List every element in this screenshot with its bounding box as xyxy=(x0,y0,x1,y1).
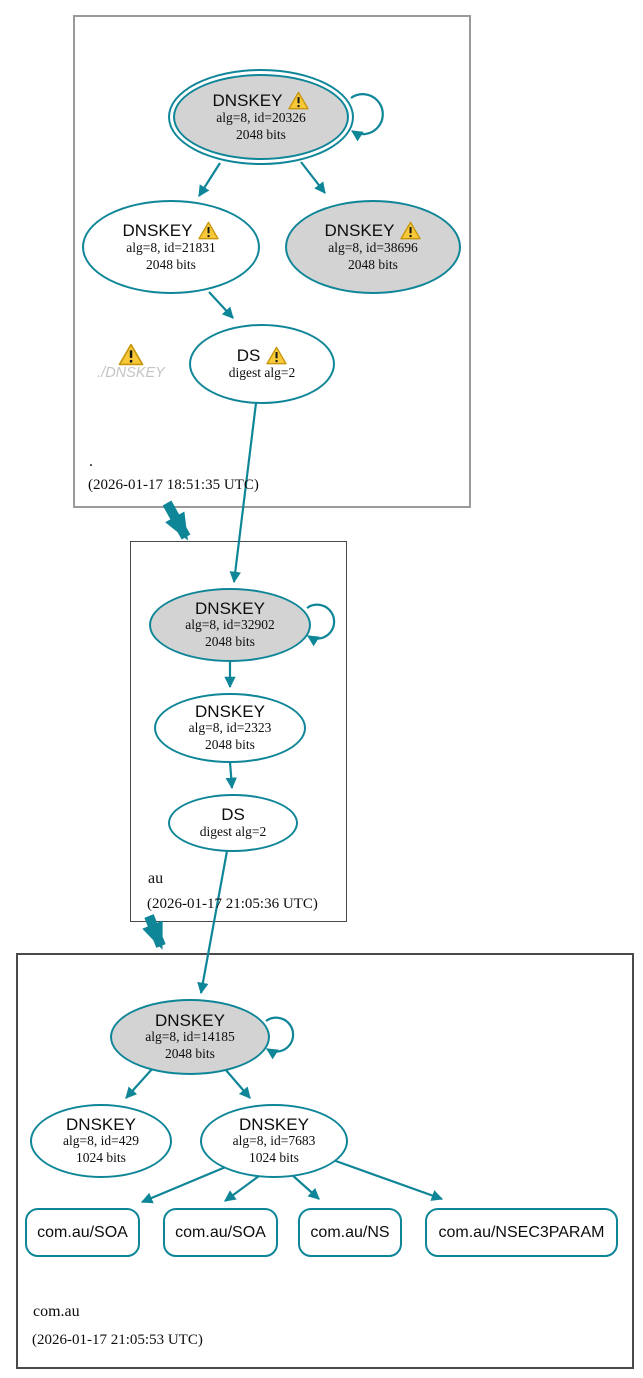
ds-node-au[interactable]: DS digest alg=2 xyxy=(168,794,298,852)
dnskey-node-comau-zsk429[interactable]: DNSKEY alg=8, id=429 1024 bits xyxy=(30,1104,172,1178)
dnskey-detail: alg=8, id=7683 xyxy=(232,1133,316,1149)
dnskey-title: DNSKEY xyxy=(239,1114,309,1134)
dnskey-title: DNSKEY xyxy=(195,598,265,618)
zone-label-au: au xyxy=(148,870,164,887)
dnskey-title: DNSKEY xyxy=(155,1010,225,1030)
dnskey-detail: 2048 bits xyxy=(205,633,255,649)
dnskey-detail: alg=8, id=32902 xyxy=(185,617,275,633)
dnskey-detail: alg=8, id=14185 xyxy=(145,1029,235,1045)
dnskey-node-au-zsk[interactable]: DNSKEY alg=8, id=2323 2048 bits xyxy=(154,693,306,763)
zone-box-comau xyxy=(16,953,634,1369)
arrow-root-to-au xyxy=(162,500,191,541)
rrset-node-soa-2[interactable]: com.au/SOA xyxy=(163,1208,278,1257)
ds-title: DS xyxy=(236,345,261,365)
dnskey-detail: alg=8, id=21831 xyxy=(126,240,216,256)
dnskey-node-root-ksk[interactable]: DNSKEY alg=8, id=20326 2048 bits xyxy=(173,74,349,160)
dnskey-title: DNSKEY xyxy=(66,1114,136,1134)
dnskey-node-root-zsk1[interactable]: DNSKEY alg=8, id=21831 2048 bits xyxy=(82,200,260,294)
warning-icon xyxy=(198,221,220,240)
dnskey-detail: 2048 bits xyxy=(146,256,196,272)
dnskey-detail: alg=8, id=429 xyxy=(63,1133,139,1149)
dnskey-title: DNSKEY xyxy=(122,220,193,240)
rrset-node-ns[interactable]: com.au/NS xyxy=(298,1208,402,1257)
dnskey-detail: alg=8, id=20326 xyxy=(216,110,306,126)
rrset-label: com.au/NSEC3PARAM xyxy=(438,1223,605,1241)
dnskey-node-root-zsk2[interactable]: DNSKEY alg=8, id=38696 2048 bits xyxy=(285,200,461,294)
ds-detail: digest alg=2 xyxy=(228,365,296,381)
warning-icon xyxy=(118,343,144,366)
rrset-label: com.au/SOA xyxy=(37,1223,128,1241)
dnskey-detail: alg=8, id=38696 xyxy=(328,240,418,256)
zone-label-root: . xyxy=(89,453,93,470)
dnskey-title: DNSKEY xyxy=(212,90,283,110)
ds-title: DS xyxy=(221,804,245,824)
warning-icon xyxy=(400,221,422,240)
rrset-node-nsec3param[interactable]: com.au/NSEC3PARAM xyxy=(425,1208,618,1257)
zone-timestamp-root: (2026-01-17 18:51:35 UTC) xyxy=(88,477,259,493)
rrset-node-soa-1[interactable]: com.au/SOA xyxy=(25,1208,140,1257)
zone-box-root xyxy=(73,15,471,508)
dnskey-title: DNSKEY xyxy=(195,701,265,721)
dnskey-title: DNSKEY xyxy=(324,220,395,240)
zone-timestamp-comau: (2026-01-17 21:05:53 UTC) xyxy=(32,1332,203,1348)
warning-icon xyxy=(288,91,310,110)
dnskey-detail: 2048 bits xyxy=(348,256,398,272)
dnskey-detail: 2048 bits xyxy=(236,126,286,142)
ghost-node-root-dnskey: ./DNSKEY xyxy=(94,343,168,382)
dnskey-detail: 1024 bits xyxy=(76,1149,126,1165)
rrset-label: com.au/NS xyxy=(310,1223,390,1241)
rrset-label: com.au/SOA xyxy=(175,1223,266,1241)
dnskey-detail: alg=8, id=2323 xyxy=(188,720,272,736)
dnskey-detail: 2048 bits xyxy=(205,736,255,752)
dnskey-detail: 2048 bits xyxy=(165,1045,215,1061)
dnskey-node-comau-ksk[interactable]: DNSKEY alg=8, id=14185 2048 bits xyxy=(110,999,270,1075)
dnskey-detail: 1024 bits xyxy=(249,1149,299,1165)
dnskey-node-comau-zsk7683[interactable]: DNSKEY alg=8, id=7683 1024 bits xyxy=(200,1104,348,1178)
ds-detail: digest alg=2 xyxy=(199,823,267,839)
dnskey-node-au-ksk[interactable]: DNSKEY alg=8, id=32902 2048 bits xyxy=(149,588,311,662)
ghost-label: ./DNSKEY xyxy=(97,365,165,381)
zone-timestamp-au: (2026-01-17 21:05:36 UTC) xyxy=(147,896,318,912)
zone-label-comau: com.au xyxy=(33,1303,80,1320)
ds-node-root[interactable]: DS digest alg=2 xyxy=(189,324,335,404)
warning-icon xyxy=(266,346,288,365)
